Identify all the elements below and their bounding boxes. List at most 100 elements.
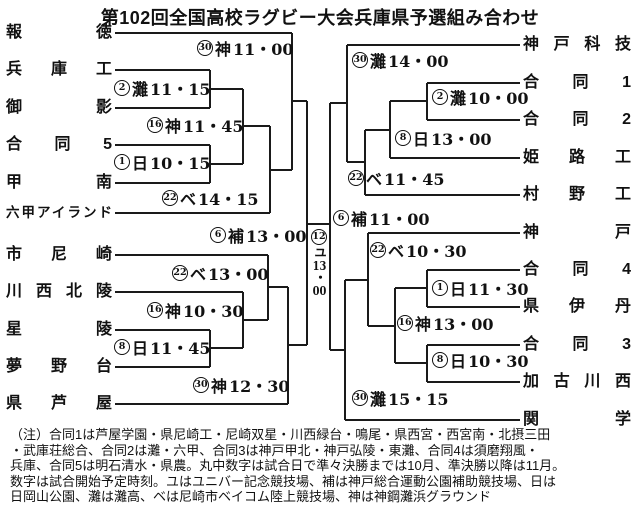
footnote-line: （注）合同1は芦屋学園・県尼崎工・尼崎双星・川西緑台・鳴尾・県西宮・西宮南・北摂… — [10, 427, 551, 442]
team-godo5: 合同5 — [6, 136, 112, 153]
footnote-line: 数字は試合開始予定時刻。ユはユニバー記念競技場、補は神戸総合運動公園補助競技場、… — [10, 473, 557, 489]
match-day-circle: 30 — [193, 377, 209, 393]
match-day-circle: 22 — [162, 190, 178, 206]
match-time: 13・00 — [433, 315, 494, 334]
match-venue: 日 — [132, 154, 149, 173]
match-venue: 補 — [351, 210, 368, 229]
team-ken-ashiya: 県芦屋 — [6, 395, 112, 412]
team-ken-itami: 県伊丹 — [523, 298, 631, 315]
match-time: 11・45 — [183, 117, 244, 136]
match-venue: ベ — [180, 190, 197, 209]
match-time: 13・00 — [208, 265, 269, 284]
team-seiryo: 星陵 — [6, 321, 112, 338]
match-time: 11・30 — [468, 280, 529, 299]
match-day-circle: 22 — [172, 265, 188, 281]
team-hyogo-ko: 兵庫工 — [6, 61, 112, 78]
footnotes: （注）合同1は芦屋学園・県尼崎工・尼崎双星・川西緑台・鳴尾・県西宮・西宮南・北摂… — [10, 427, 634, 505]
team-kobe: 神戸 — [523, 224, 631, 241]
team-godo4: 合同4 — [523, 261, 631, 278]
match-time: 10・30 — [406, 242, 467, 261]
match-time: 15・15 — [388, 390, 449, 409]
match-time: 14・15 — [198, 190, 259, 209]
team-hotoku: 報徳 — [6, 24, 112, 41]
team-kobe-kagi: 神戸科技 — [523, 36, 631, 53]
match-venue: ベ — [366, 170, 383, 189]
match-day-circle: 30 — [197, 40, 213, 56]
match-time: 11・00 — [369, 210, 430, 229]
match-day-circle: 1 — [432, 280, 448, 296]
team-mikage: 御影 — [6, 99, 112, 116]
match-time: 13 — [312, 258, 327, 272]
match-day-circle: 30 — [352, 390, 368, 406]
match-day-circle: 6 — [210, 227, 226, 243]
footnote-line: ・武庫荘総合、合同2は灘・六甲、合同3は神戸甲北・神戸弘陵・東灘、合同4は須磨翔… — [10, 442, 539, 458]
match-venue: 日 — [450, 280, 467, 299]
page-title: 第102回全国高校ラグビー大会兵庫県予選組み合わせ — [100, 8, 540, 28]
team-kakogawa-nishi: 加古川西 — [523, 373, 631, 390]
match-venue: ベ — [190, 265, 207, 284]
match-day-circle: 8 — [432, 352, 448, 368]
match-venue: 灘 — [450, 89, 467, 108]
match-day-circle: 6 — [333, 210, 349, 226]
team-konan: 甲南 — [6, 174, 112, 191]
team-yumenodai: 夢野台 — [6, 358, 112, 375]
match-time: 10・30 — [183, 302, 244, 321]
match-day-circle: 12 — [311, 229, 327, 245]
match-time: 11・00 — [233, 40, 294, 59]
match-time: 11・45 — [384, 170, 445, 189]
match-time: 11・15 — [150, 80, 211, 99]
match-time: 10・15 — [150, 154, 211, 173]
match-venue: 灘 — [370, 390, 387, 409]
team-godo3: 合同3 — [523, 336, 631, 353]
match-day-circle: 16 — [147, 117, 163, 133]
match-time: 10・30 — [468, 352, 529, 371]
match-venue: ベ — [388, 242, 405, 261]
match-venue: 日 — [413, 130, 430, 149]
team-kawanishi-hokuryo: 川西北陵 — [6, 283, 112, 300]
final-match-label: 12ユ13・00 — [308, 228, 330, 302]
match-time: 10・00 — [468, 89, 529, 108]
match-day-circle: 16 — [397, 315, 413, 331]
match-day-circle: 22 — [348, 170, 364, 186]
team-himeji-ko: 姫路工 — [523, 149, 631, 166]
match-time: 12・30 — [229, 377, 290, 396]
match-venue: 灘 — [132, 80, 149, 99]
match-time: 13・00 — [246, 227, 307, 246]
match-day-circle: 2 — [114, 80, 130, 96]
match-venue: 神 — [415, 315, 432, 334]
footnote-line: 兵庫、合同5は明石清水・県農。丸中数字は試合日で準々決勝までは10月、準決勝以降… — [10, 458, 566, 474]
team-godo1: 合同1 — [523, 74, 631, 91]
match-venue: ユ — [312, 246, 327, 259]
match-day-circle: 1 — [114, 154, 130, 170]
match-venue: 日 — [132, 339, 149, 358]
match-venue: 日 — [450, 352, 467, 371]
match-time: 13・00 — [431, 130, 492, 149]
match-venue: 神 — [211, 377, 228, 396]
match-day-circle: 16 — [147, 302, 163, 318]
match-venue: 補 — [228, 227, 245, 246]
match-day-circle: 30 — [352, 52, 368, 68]
match-day-circle: 8 — [395, 130, 411, 146]
match-time-separator: ・ — [312, 271, 327, 284]
match-day-circle: 22 — [370, 242, 386, 258]
team-kangaku: 関学 — [523, 411, 631, 428]
footnote-line: 日岡山公園、灘は灘高、ベは尼崎市ベイコム陸上競技場、神は神鋼灘浜グラウンド — [10, 489, 492, 505]
